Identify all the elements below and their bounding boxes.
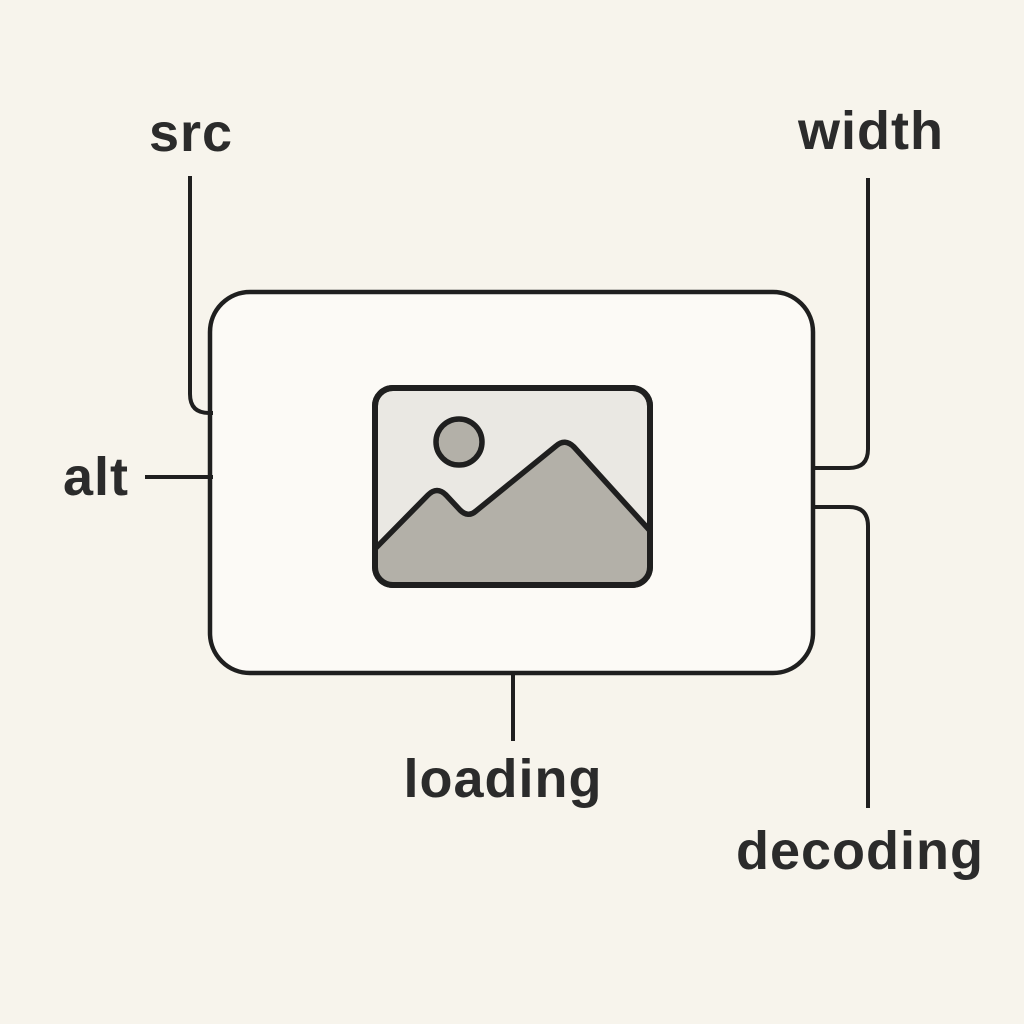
label-src: src bbox=[148, 103, 234, 163]
image-placeholder-icon bbox=[372, 385, 653, 588]
connector-width bbox=[811, 178, 870, 470]
sun-circle-shape bbox=[433, 416, 485, 468]
label-alt: alt bbox=[62, 447, 130, 507]
label-width: width bbox=[798, 101, 944, 161]
label-loading: loading bbox=[403, 749, 603, 809]
connector-decoding bbox=[811, 505, 870, 808]
label-decoding: decoding bbox=[736, 821, 984, 881]
connector-src bbox=[188, 176, 213, 415]
mountains-shape bbox=[375, 439, 650, 585]
image-placeholder-frame-outline bbox=[372, 385, 653, 588]
